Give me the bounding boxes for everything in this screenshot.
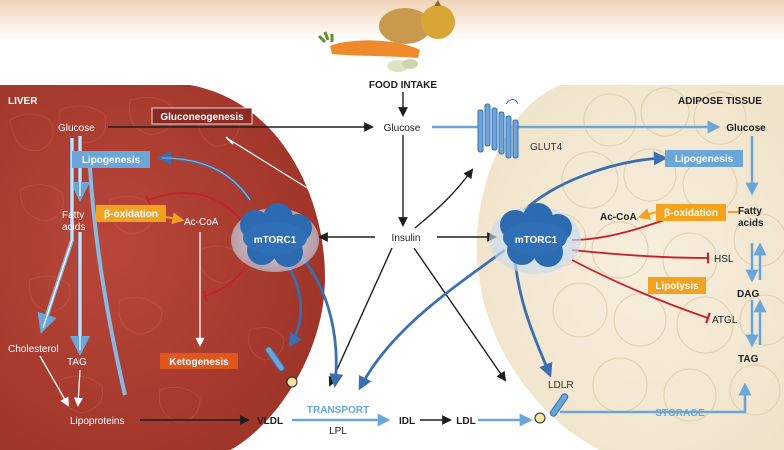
gluconeogenesis-inhibit-bar [225, 136, 234, 145]
adipose-mtorc1-arrows [358, 151, 668, 391]
liver-receptor-icon [265, 346, 298, 388]
adipose-mtorc1-complex [489, 203, 581, 274]
gluconeogenesis-label: Gluconeogenesis [160, 112, 244, 123]
ketogenesis-label: Ketogenesis [169, 357, 229, 368]
light-blue-arrows [292, 120, 767, 427]
adipose-glucose-label: Glucose [726, 123, 766, 134]
liver-tag-label: TAG [67, 357, 87, 368]
lipolysis-label: Lipolysis [655, 281, 699, 292]
liver-mtorc1-label: mTORC1 [254, 235, 297, 246]
storage-label: STORAGE [655, 408, 705, 419]
adipose-beta-arrow [637, 208, 657, 220]
liver-title: LIVER [8, 96, 38, 107]
liver-beta-oxidation-box [96, 205, 166, 222]
ketogenesis-box [160, 353, 238, 369]
transport-label: TRANSPORT [307, 405, 369, 416]
adipose-beta-oxidation-box [656, 204, 726, 221]
insulin-label: Insulin [392, 233, 421, 244]
liver-accoa-label: Ac-CoA [184, 217, 219, 228]
liver-lipogenesis-label: Lipogenesis [82, 155, 141, 166]
liver-glucose-label: Glucose [58, 123, 95, 134]
cholesterol-label: Cholesterol [8, 344, 59, 355]
glut4-transporter-icon [477, 99, 519, 159]
lipoproteins-label: Lipoproteins [70, 416, 124, 427]
lipolysis-box [648, 277, 706, 294]
gluconeogenesis-box [151, 107, 253, 125]
adipose-lipogenesis-box [665, 150, 743, 167]
adipose-region [476, 85, 784, 450]
vldl-label: VLDL [257, 416, 283, 427]
central-arrows [108, 92, 507, 425]
ldl-label: LDL [456, 416, 475, 427]
adipose-lipogenesis-label: Lipogenesis [675, 154, 734, 165]
adipose-accoa-label: Ac-CoA [600, 212, 637, 223]
liver-white-arrows [39, 232, 205, 407]
food-illustration [317, 0, 455, 72]
lpl-label: LPL [329, 426, 347, 437]
food-intake-label: FOOD INTAKE [369, 80, 437, 91]
liver-mtorc1-complex [231, 203, 319, 272]
hsl-label: HSL [714, 254, 734, 265]
liver-beta-oxidation-label: β-oxidation [104, 209, 158, 220]
liver-inner-lines [42, 136, 81, 350]
adipose-tag-label: TAG [738, 354, 759, 365]
atgl-label: ATGL [712, 315, 738, 326]
adipose-beta-oxidation-label: β-oxidation [664, 208, 718, 219]
center-glucose-label: Glucose [384, 123, 421, 134]
adipose-fatty-label-1: Fatty [738, 206, 762, 217]
glut4-label: GLUT4 [530, 142, 563, 153]
ldlr-label: LDLR [548, 380, 574, 391]
dag-label: DAG [737, 289, 759, 300]
liver-fatty-label-2: acids [62, 222, 85, 233]
gluconeogenesis-inhibit-line [229, 139, 376, 231]
adipose-fatty-label-2: acids [738, 218, 764, 229]
ldlr-receptor-icon [534, 393, 569, 424]
adipose-mtorc1-label: mTORC1 [515, 235, 558, 246]
idl-label: IDL [399, 416, 415, 427]
adipose-title: ADIPOSE TISSUE [678, 96, 762, 107]
liver-lipogenesis-box [72, 151, 150, 168]
liver-fatty-label-1: Fatty [62, 210, 84, 221]
